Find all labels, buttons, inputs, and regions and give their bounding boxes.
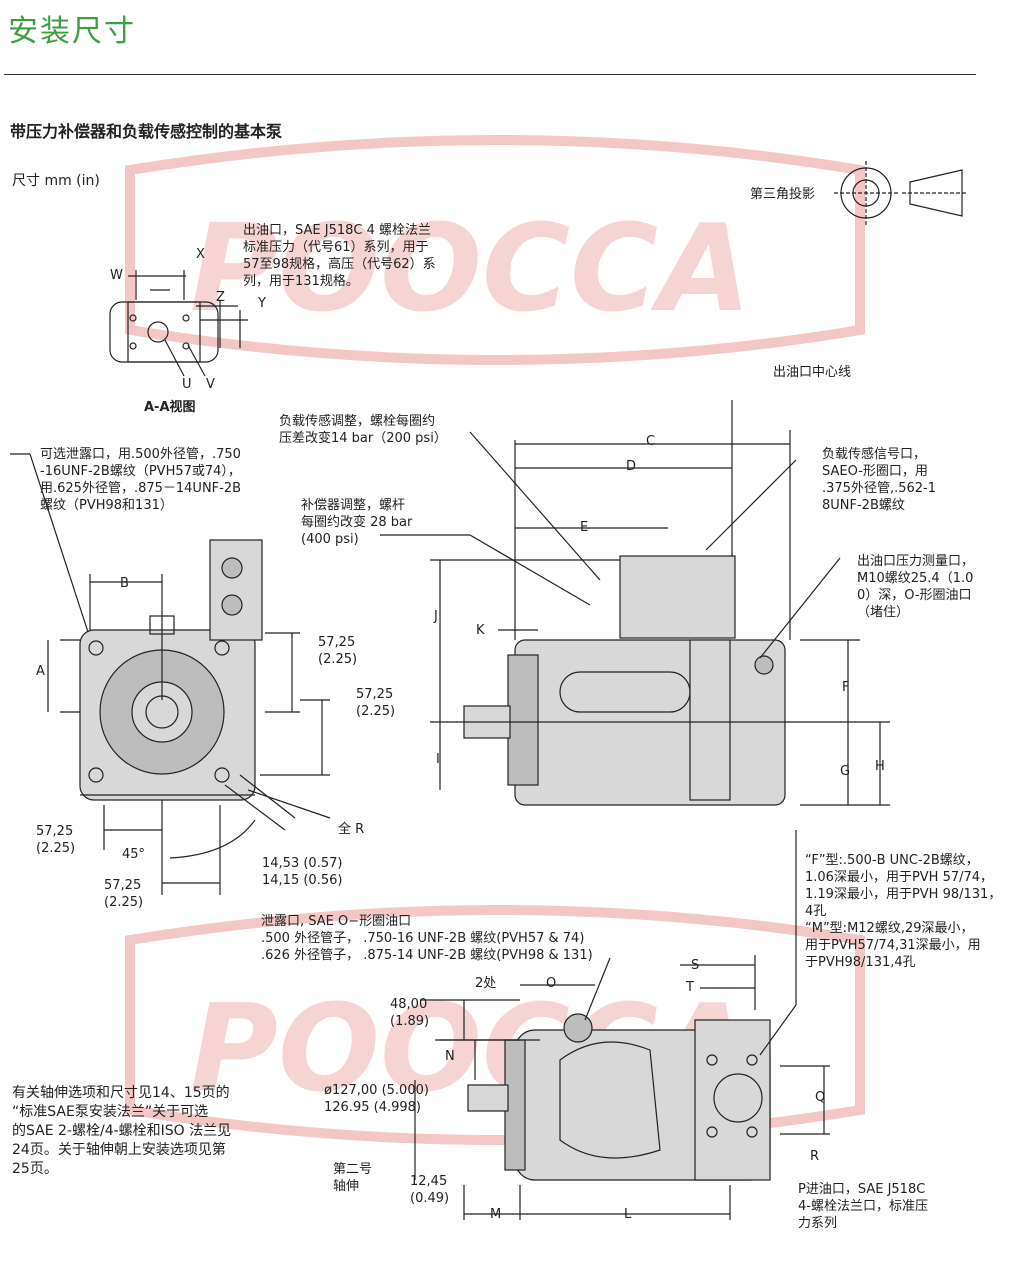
pilot-diameter: ø127,00 (5.000) 126.95 (4.998) <box>324 1083 429 1115</box>
dim-k: K <box>476 623 485 638</box>
dim-b: B <box>120 576 129 591</box>
dim-12: 12,45 (0.49) <box>410 1174 450 1206</box>
dim-v: V <box>206 377 215 392</box>
side-view-pump <box>380 400 890 806</box>
dim-z: Z <box>216 290 225 305</box>
dim-d: D <box>626 459 637 474</box>
load-sense-adjust-note: 负载传感调整，螺栓每圈约 压差改变14 bar（200 psi） <box>279 414 447 446</box>
pressure-gauge-port-note: 出油口压力测量口， M10螺纹25.4（1.0 0）深，O-形圈油口 （堵住） <box>857 554 975 620</box>
dim-n: N <box>445 1049 455 1064</box>
dim-h: H <box>875 759 885 774</box>
aa-view-caption: A-A视图 <box>144 400 196 415</box>
two-places-label: 2处 <box>475 976 497 991</box>
units-label: 尺寸 mm (in) <box>12 173 100 189</box>
dim-o: O <box>546 976 557 991</box>
dim-a: A <box>36 664 45 679</box>
dim-q: Q <box>815 1090 826 1105</box>
compensator-adjust-note: 补偿器调整，螺杆 每圈约改变 28 bar (400 psi) <box>301 498 413 547</box>
dim-c: C <box>646 434 656 449</box>
dim-48: 48,00 (1.89) <box>390 997 430 1029</box>
load-sense-port-note: 负载传感信号口， SAEO-形圈口，用 .375外径管,.562-1 8UNF-… <box>822 447 936 513</box>
dim-w: W <box>110 268 123 283</box>
dim-r: R <box>810 1149 820 1164</box>
second-shaft-label: 第二号 轴伸 <box>333 1162 373 1194</box>
inlet-port-note: P进油口，SAE J518C 4-螺栓法兰口，标准压 力系列 <box>798 1182 928 1231</box>
section-subtitle: 带压力补偿器和负载传感控制的基本泵 <box>10 122 283 141</box>
outlet-centerline-label: 出油口中心线 <box>773 365 852 380</box>
dim-57-upper: 57,25 (2.25) <box>318 635 358 667</box>
dim-l: L <box>624 1207 632 1222</box>
dim-u: U <box>182 377 192 392</box>
watermark-logo-top: POOCCA <box>125 135 865 365</box>
angle-45: 45° <box>122 847 146 862</box>
dim-e: E <box>580 520 589 535</box>
dim-y: Y <box>258 296 266 311</box>
dim-t: T <box>686 980 694 995</box>
full-r-label: 全 R <box>338 822 365 837</box>
dim-j: J <box>434 609 438 624</box>
dim-57-left: 57,25 (2.25) <box>36 824 76 856</box>
dim-g: G <box>840 764 851 779</box>
dim-m: M <box>490 1207 502 1222</box>
mounting-thread-note: “F”型:.500-B UNC-2B螺纹， 1.06深最小，用于PVH 57/7… <box>805 853 1002 970</box>
hole-dims: 14,53 (0.57) 14,15 (0.56) <box>262 856 343 888</box>
shaft-options-note: 有关轴伸选项和尺寸见14、15页的 “标准SAE泵安装法兰”关于可选 的SAE … <box>12 1085 232 1177</box>
drain-port-note: 可选泄露口，用.500外径管，.750 -16UNF-2B螺纹（PVH57或74… <box>40 447 242 513</box>
bottom-view-pump <box>414 830 830 1220</box>
aa-view-flange <box>109 270 248 377</box>
title-divider <box>4 74 976 75</box>
outlet-flange-note: 出油口，SAE J518C 4 螺栓法兰 标准压力（代号61）系列，用于 57至… <box>243 223 436 289</box>
page-title: 安装尺寸 <box>8 14 136 49</box>
third-angle-projection-icon <box>834 161 968 225</box>
dim-f: F <box>842 680 850 695</box>
front-view-pump <box>10 453 331 895</box>
dim-s: S <box>691 958 700 973</box>
dim-57-right: 57,25 (2.25) <box>356 687 396 719</box>
dim-x: X <box>196 247 205 262</box>
drain-port-oring-note: 泄露口, SAE O−形圈油口 .500 外径管子， .750-16 UNF-2… <box>261 914 593 963</box>
svg-text:POOCCA: POOCCA <box>190 200 751 339</box>
projection-label: 第三角投影 <box>750 187 816 202</box>
dim-57-bottom: 57,25 (2.25) <box>104 878 144 910</box>
dim-i: I <box>436 752 440 767</box>
